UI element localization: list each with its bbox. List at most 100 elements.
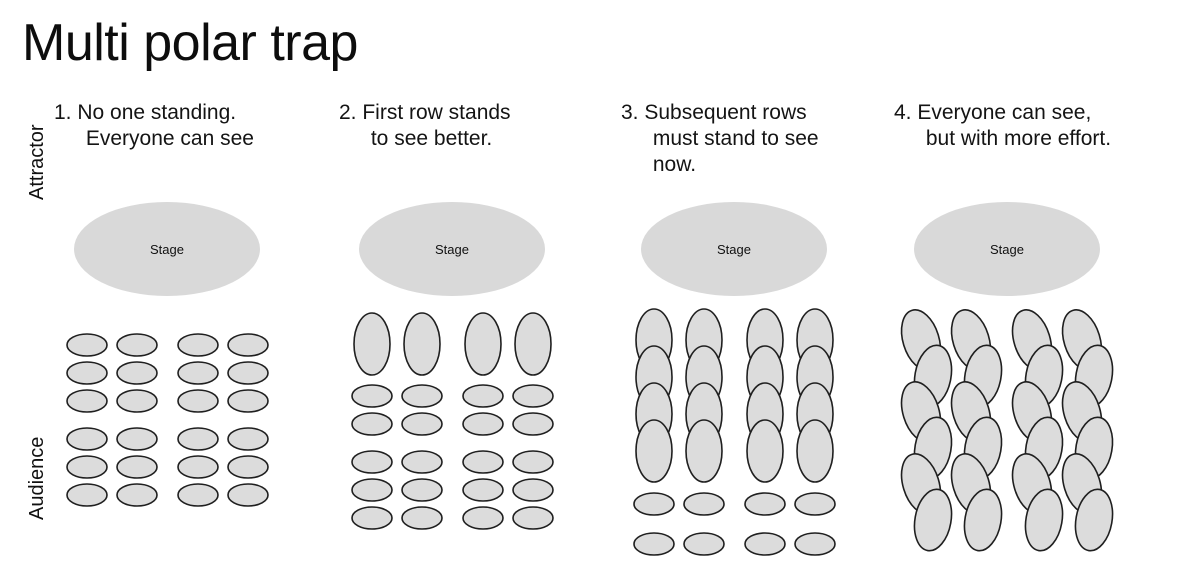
- audience-person-standing-tilted: [1024, 488, 1064, 552]
- stage-shape: Stage: [359, 202, 545, 296]
- panel-1-heading: 1. No one standing. Everyone can see: [54, 101, 254, 150]
- audience-person-seated: [66, 427, 108, 451]
- audience-person-standing-tilted: [913, 488, 953, 552]
- audience-person-seated: [633, 492, 675, 516]
- audience-person-seated: [116, 333, 158, 357]
- audience-person-seated: [66, 333, 108, 357]
- audience-person-seated: [744, 492, 786, 516]
- audience-row: [66, 483, 269, 507]
- audience-person-standing: [746, 419, 784, 483]
- audience-person-seated: [633, 532, 675, 556]
- stage-shape: Stage: [914, 202, 1100, 296]
- panel-1: 1. No one standing. Everyone can see Sta…: [46, 100, 324, 580]
- audience-person-seated: [227, 333, 269, 357]
- audience-row: [351, 478, 554, 502]
- audience-person-seated: [177, 427, 219, 451]
- audience-person-seated: [227, 361, 269, 385]
- panel-2-heading: 2. First row stands to see better.: [339, 101, 511, 150]
- panel-3-heading: 3. Subsequent rows must stand to see now…: [621, 101, 819, 176]
- audience-person-seated: [744, 532, 786, 556]
- audience-person-seated: [227, 483, 269, 507]
- audience-person-standing: [403, 312, 441, 376]
- audience-person-seated: [177, 333, 219, 357]
- audience-person-seated: [462, 506, 504, 530]
- audience-person-seated: [683, 532, 725, 556]
- audience-person-standing-tilted: [1074, 488, 1114, 552]
- audience-person-seated: [462, 412, 504, 436]
- audience-person-seated: [116, 483, 158, 507]
- audience-person-seated: [66, 455, 108, 479]
- audience-row: [353, 312, 552, 376]
- audience-person-seated: [351, 450, 393, 474]
- audience-row: [635, 419, 834, 483]
- stage-shape: Stage: [641, 202, 827, 296]
- audience-row: [66, 455, 269, 479]
- audience-person-seated: [116, 389, 158, 413]
- stage-label: Stage: [990, 242, 1024, 257]
- audience-row: [633, 492, 836, 516]
- audience-person-seated: [351, 412, 393, 436]
- audience-person-seated: [177, 389, 219, 413]
- audience-person-seated: [351, 384, 393, 408]
- audience-person-seated: [794, 532, 836, 556]
- panel-2-figure: Stage: [331, 192, 609, 580]
- audience-person-seated: [401, 506, 443, 530]
- audience-person-seated: [227, 389, 269, 413]
- audience-person-seated: [116, 361, 158, 385]
- stage-label: Stage: [150, 242, 184, 257]
- audience-row: [913, 488, 1114, 552]
- panel-3-figure: Stage: [613, 192, 891, 580]
- audience-person-seated: [512, 384, 554, 408]
- panel-4-heading: 4. Everyone can see, but with more effor…: [894, 101, 1112, 150]
- audience-row: [66, 427, 269, 451]
- audience-person-seated: [512, 478, 554, 502]
- audience-person-standing: [635, 419, 673, 483]
- panel-1-figure: Stage: [46, 192, 324, 580]
- audience-person-seated: [227, 427, 269, 451]
- audience-person-seated: [401, 450, 443, 474]
- page-title: Multi polar trap: [22, 14, 358, 72]
- audience-person-seated: [66, 389, 108, 413]
- audience-person-seated: [512, 412, 554, 436]
- audience-person-seated: [351, 506, 393, 530]
- audience-person-seated: [351, 478, 393, 502]
- audience-person-standing: [685, 419, 723, 483]
- panel-2: 2. First row stands to see better. Stage: [331, 100, 609, 580]
- audience-person-seated: [177, 455, 219, 479]
- audience-row: [900, 309, 1103, 371]
- panel-3: 3. Subsequent rows must stand to see now…: [613, 100, 891, 580]
- audience-person-standing: [464, 312, 502, 376]
- audience-row: [633, 532, 836, 556]
- audience-person-seated: [227, 455, 269, 479]
- audience-person-seated: [116, 455, 158, 479]
- audience-person-standing: [796, 419, 834, 483]
- panel-4-figure: Stage: [886, 192, 1164, 580]
- audience-person-seated: [512, 450, 554, 474]
- panel-4: 4. Everyone can see, but with more effor…: [886, 100, 1164, 580]
- audience-person-seated: [462, 450, 504, 474]
- audience-person-seated: [177, 361, 219, 385]
- audience-row: [66, 333, 269, 357]
- audience-person-standing-tilted: [963, 488, 1003, 552]
- audience-person-standing: [353, 312, 391, 376]
- audience-row: [66, 361, 269, 385]
- audience-row: [351, 384, 554, 408]
- audience-person-seated: [512, 506, 554, 530]
- audience-person-seated: [401, 412, 443, 436]
- audience-person-seated: [116, 427, 158, 451]
- audience-person-seated: [462, 478, 504, 502]
- audience-row: [351, 412, 554, 436]
- audience-person-seated: [683, 492, 725, 516]
- audience-person-seated: [66, 483, 108, 507]
- audience-person-standing: [514, 312, 552, 376]
- panels-container: 1. No one standing. Everyone can see Sta…: [46, 100, 1196, 580]
- stage-shape: Stage: [74, 202, 260, 296]
- audience-person-seated: [401, 384, 443, 408]
- audience-person-seated: [401, 478, 443, 502]
- audience-person-seated: [66, 361, 108, 385]
- stage-label: Stage: [717, 242, 751, 257]
- audience-row: [351, 450, 554, 474]
- stage-label: Stage: [435, 242, 469, 257]
- audience-row: [351, 506, 554, 530]
- audience-person-seated: [177, 483, 219, 507]
